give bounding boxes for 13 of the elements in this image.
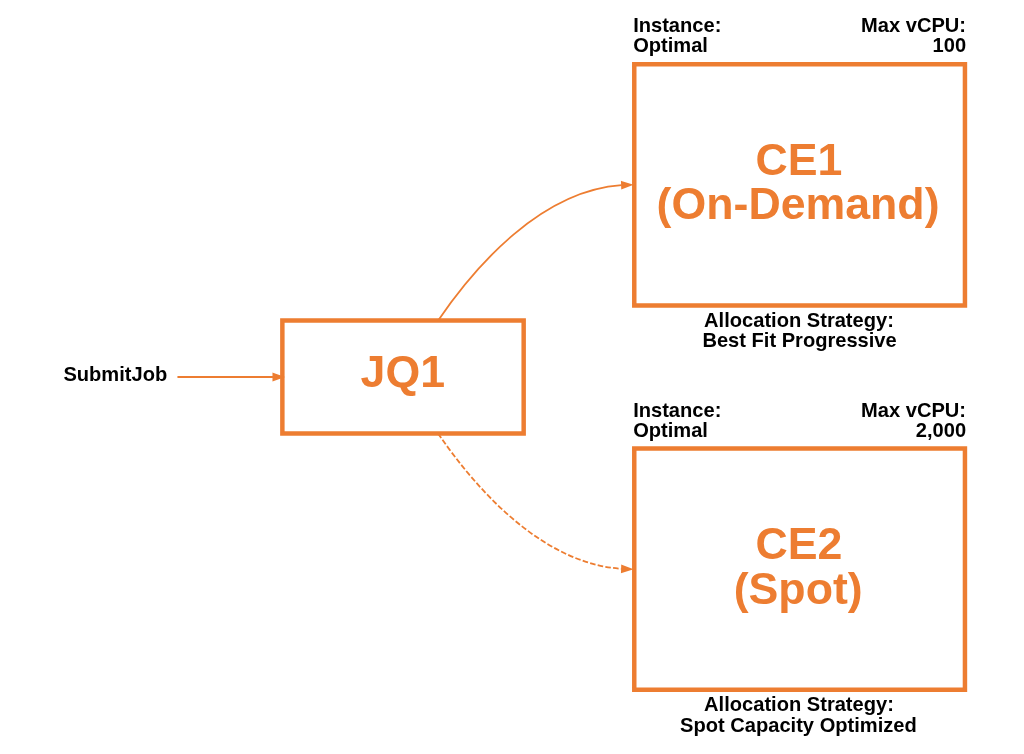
node-box: JQ1 bbox=[279, 318, 526, 436]
node-label: Allocation Strategy: Spot Capacity Optimized bbox=[679, 693, 917, 736]
node-label: Max vCPU: 2,000 bbox=[860, 398, 966, 441]
node-label: Max vCPU: 100 bbox=[860, 14, 966, 57]
node-label: Instance: Optimal bbox=[632, 398, 721, 441]
arrow bbox=[436, 180, 634, 322]
arrow bbox=[176, 372, 285, 382]
node-box: CE2 (Spot) bbox=[631, 446, 967, 693]
node-label: Allocation Strategy: Best Fit Progressive bbox=[701, 309, 897, 352]
arrow bbox=[436, 432, 634, 574]
node-text: SubmitJob bbox=[62, 362, 167, 385]
node-label: Instance: Optimal bbox=[632, 14, 721, 57]
node-box: CE1 (On-Demand) bbox=[631, 61, 967, 308]
